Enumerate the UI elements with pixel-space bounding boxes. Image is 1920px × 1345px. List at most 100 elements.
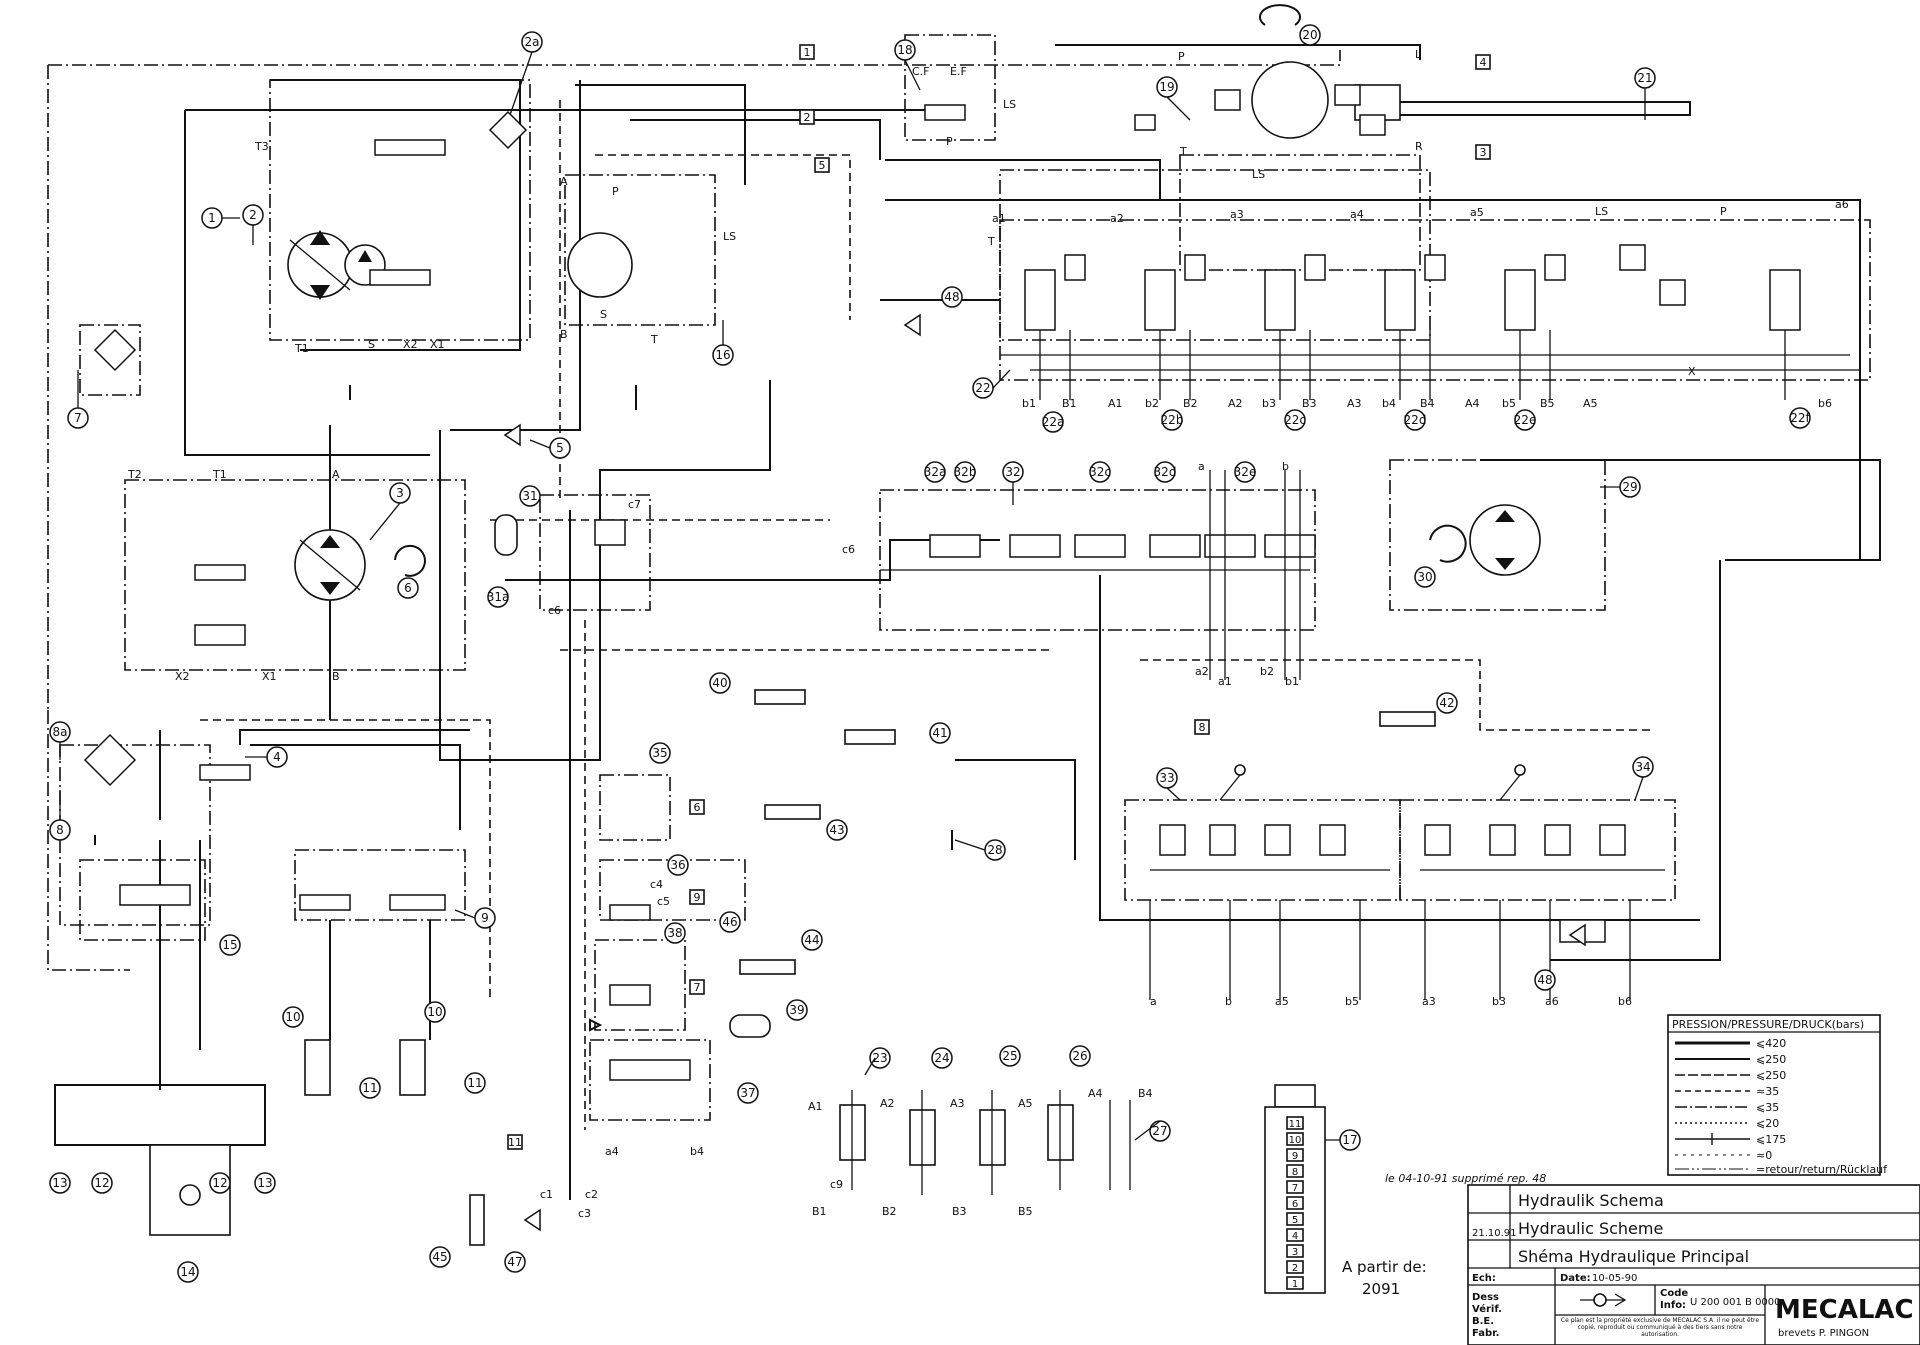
port-b5: b5 [1502, 397, 1516, 410]
svg-text:19: 19 [1159, 80, 1174, 94]
svg-text:36: 36 [670, 858, 685, 872]
svg-text:14: 14 [180, 1265, 195, 1279]
svg-text:24: 24 [934, 1051, 949, 1065]
svg-text:39: 39 [789, 1003, 804, 1017]
line-tag-4: 4 [1480, 56, 1487, 69]
callout-42: 42 [1436, 692, 1458, 714]
valve-9-box [294, 849, 466, 921]
svg-text:41: 41 [932, 726, 947, 740]
small-valves [83, 84, 1606, 1232]
start-note-value: 2091 [1362, 1280, 1400, 1298]
property-note: Ce plan est la propriété exclusive de ME… [1560, 1317, 1760, 1338]
callout-11a: 11 [359, 1077, 381, 1099]
svg-text:46: 46 [722, 915, 737, 929]
port-X1-top: X1 [430, 338, 445, 351]
callout-19: 19 [1156, 76, 1178, 98]
legend-row-8: ≈0 [1756, 1149, 1772, 1162]
legend-row-1: ⩽420 [1756, 1037, 1786, 1050]
port-b2: b2 [1145, 397, 1159, 410]
port-T3: T3 [254, 140, 269, 153]
tower-tag-4: 4 [1292, 1231, 1298, 1242]
port-b2-32: b2 [1260, 665, 1274, 678]
callout-10b: 10 [424, 1001, 446, 1023]
pressure-legend: PRESSION/PRESSURE/DRUCK(bars) ⩽420 ⩽250 … [1667, 1014, 1888, 1176]
svg-text:45: 45 [432, 1250, 447, 1264]
callout-leaders [59, 51, 1646, 1141]
callout-3: 3 [389, 482, 411, 504]
svg-text:13: 13 [257, 1176, 272, 1190]
svg-text:29: 29 [1622, 480, 1637, 494]
port-P-19: P [1178, 50, 1185, 63]
port-b5-33: b5 [1345, 995, 1359, 1008]
port-labels: T3 A B T1 S X2 X1 T2 T1 A X2 X1 B P S T … [127, 48, 1849, 1220]
callout-13b: 13 [254, 1172, 276, 1194]
svg-text:12: 12 [212, 1176, 227, 1190]
port-a5-top: a5 [1470, 206, 1484, 219]
callout-44: 44 [801, 929, 823, 951]
check-48-c [1568, 923, 1586, 947]
port-a4-top: a4 [1350, 208, 1364, 221]
tower-tag-5: 5 [1292, 1215, 1298, 1226]
port-c3: c3 [578, 1207, 591, 1220]
svg-text:22d: 22d [1404, 413, 1427, 427]
line-tag-7: 7 [694, 981, 701, 994]
callout-23: 23 [869, 1047, 891, 1069]
port-X2-top: X2 [403, 338, 418, 351]
filter-2a-symbol [488, 110, 528, 150]
port-X1: X1 [262, 670, 277, 683]
svg-text:9: 9 [481, 911, 489, 925]
svg-text:28: 28 [987, 843, 1002, 857]
port-L: L [1415, 48, 1422, 61]
callout-10a: 10 [282, 1006, 304, 1028]
port-A4-top: A4 [1465, 397, 1480, 410]
svg-text:23: 23 [872, 1051, 887, 1065]
port-LS-16: LS [723, 230, 736, 243]
line-tag-1: 1 [804, 46, 811, 59]
svg-text:27: 27 [1152, 1124, 1167, 1138]
svg-text:6: 6 [404, 581, 412, 595]
callout-27: 27 [1149, 1120, 1171, 1142]
motor-29-box [1389, 459, 1606, 611]
port-EF: E.F [950, 65, 967, 78]
port-B: B [332, 670, 340, 683]
block-34-box [1399, 799, 1676, 901]
tower-tag-2: 2 [1292, 1263, 1298, 1274]
port-T1: T1 [212, 468, 227, 481]
port-c1: c1 [540, 1188, 553, 1201]
port-A1-23: A1 [808, 1100, 823, 1113]
svg-text:16: 16 [715, 348, 730, 362]
port-b1-32: b1 [1285, 675, 1299, 688]
legend-row-5: ⩽35 [1756, 1101, 1779, 1114]
svg-text:48: 48 [944, 290, 959, 304]
port-b3-34: b3 [1492, 995, 1506, 1008]
info-label: Info: [1660, 1300, 1686, 1311]
callout-4: 4 [266, 746, 288, 768]
control-block-22-box [999, 219, 1871, 381]
callout-22d: 22d [1404, 409, 1427, 431]
callout-9: 9 [474, 907, 496, 929]
callout-25: 25 [999, 1045, 1021, 1067]
svg-text:32b: 32b [954, 465, 977, 479]
port-a3-34: a3 [1422, 995, 1436, 1008]
callout-33: 33 [1156, 767, 1178, 789]
svg-text:17: 17 [1342, 1133, 1357, 1147]
svg-text:12: 12 [94, 1176, 109, 1190]
callout-31: 31 [519, 485, 541, 507]
cylinder-41 [844, 729, 896, 745]
port-a4-37: a4 [605, 1145, 619, 1158]
callout-39: 39 [786, 999, 808, 1021]
svg-text:47: 47 [507, 1255, 522, 1269]
callout-21: 21 [1634, 67, 1656, 89]
rotation-arrow-20 [1259, 4, 1301, 26]
callout-32: 32 [1002, 461, 1024, 483]
line-tag-3: 3 [1480, 146, 1487, 159]
tower-tag-11: 11 [1289, 1119, 1302, 1130]
port-A-top: A [560, 175, 568, 188]
port-b-32: b [1282, 460, 1289, 473]
cylinder-45 [469, 1194, 485, 1246]
port-A5-26: A5 [1018, 1097, 1033, 1110]
svg-text:38: 38 [667, 926, 682, 940]
callout-34: 34 [1632, 756, 1654, 778]
callout-31a: 31a [487, 586, 509, 608]
port-B3-25: B3 [952, 1205, 967, 1218]
